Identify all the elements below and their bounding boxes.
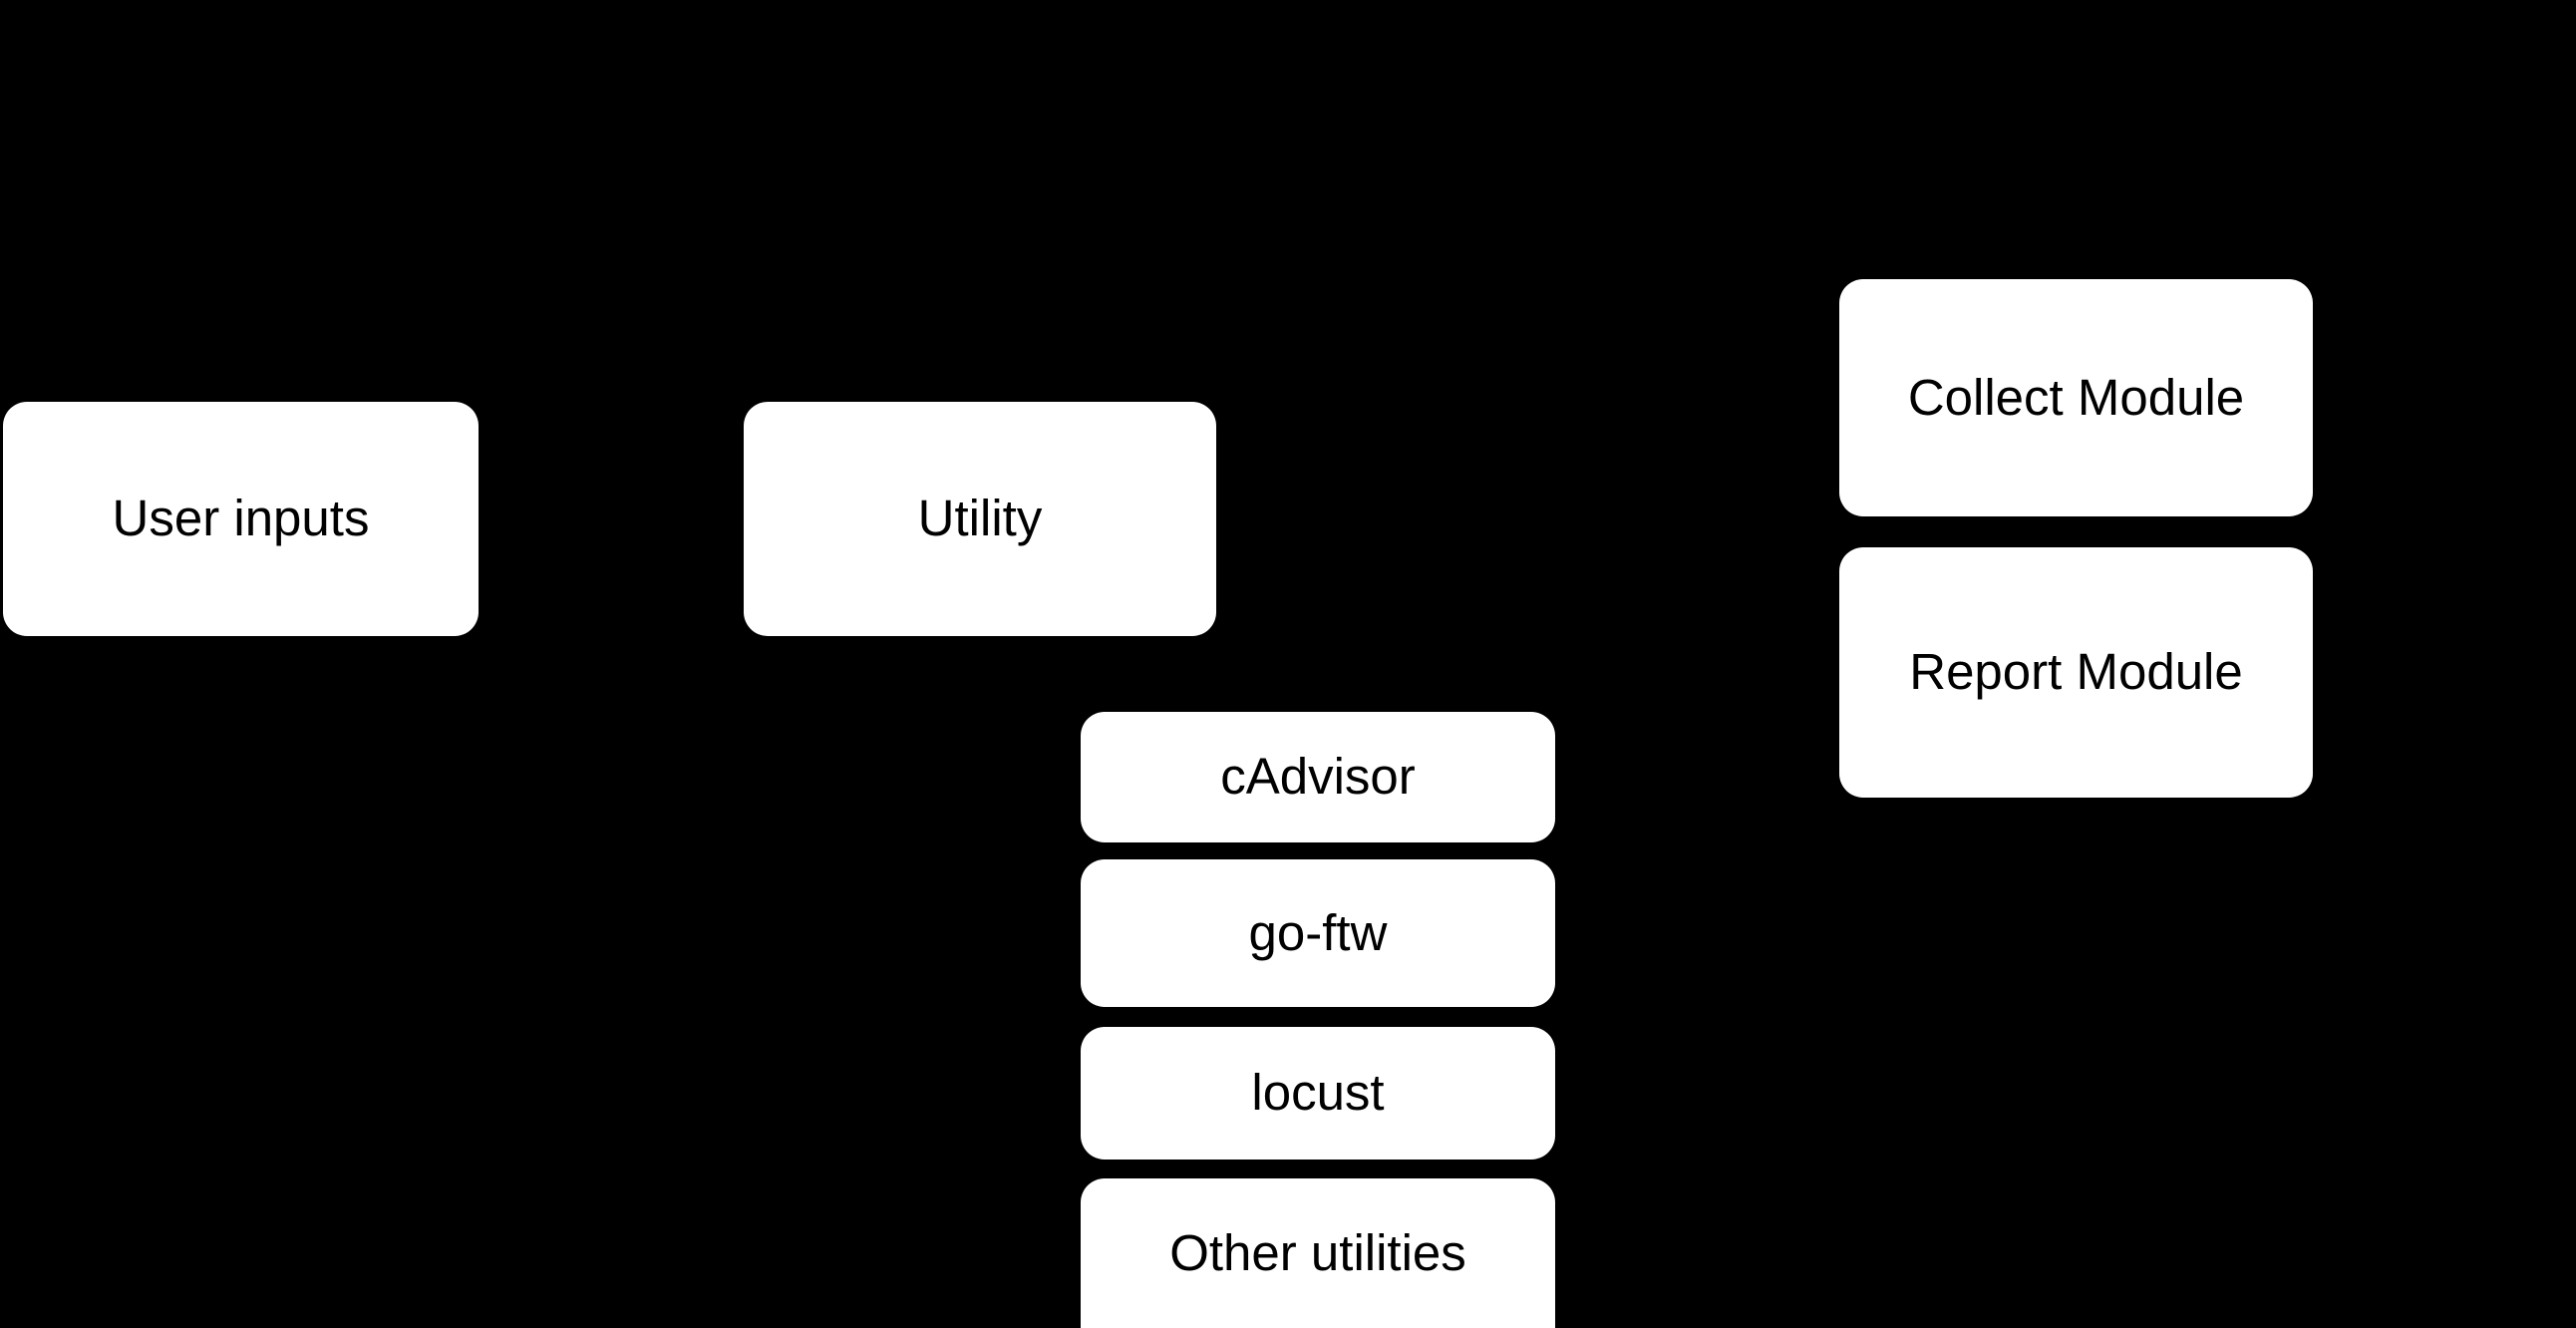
node-locust-label: locust bbox=[1251, 1064, 1385, 1122]
node-utility[interactable]: Utility bbox=[744, 402, 1216, 636]
node-other-utilities[interactable]: Other utilities bbox=[1081, 1178, 1555, 1328]
node-user-inputs-label: User inputs bbox=[112, 490, 370, 547]
node-locust[interactable]: locust bbox=[1081, 1027, 1555, 1160]
node-collect-module[interactable]: Collect Module bbox=[1839, 279, 2313, 516]
node-report-module[interactable]: Report Module bbox=[1839, 547, 2313, 798]
node-collect-module-label: Collect Module bbox=[1907, 368, 2245, 426]
node-utility-label: Utility bbox=[917, 490, 1043, 547]
node-report-module-label: Report Module bbox=[1909, 643, 2243, 701]
node-cadvisor[interactable]: cAdvisor bbox=[1081, 712, 1555, 842]
node-cadvisor-label: cAdvisor bbox=[1220, 748, 1416, 806]
node-other-utilities-label: Other utilities bbox=[1169, 1223, 1466, 1281]
node-go-ftw-label: go-ftw bbox=[1248, 903, 1388, 961]
node-user-inputs[interactable]: User inputs bbox=[3, 402, 479, 636]
node-go-ftw[interactable]: go-ftw bbox=[1081, 859, 1555, 1007]
